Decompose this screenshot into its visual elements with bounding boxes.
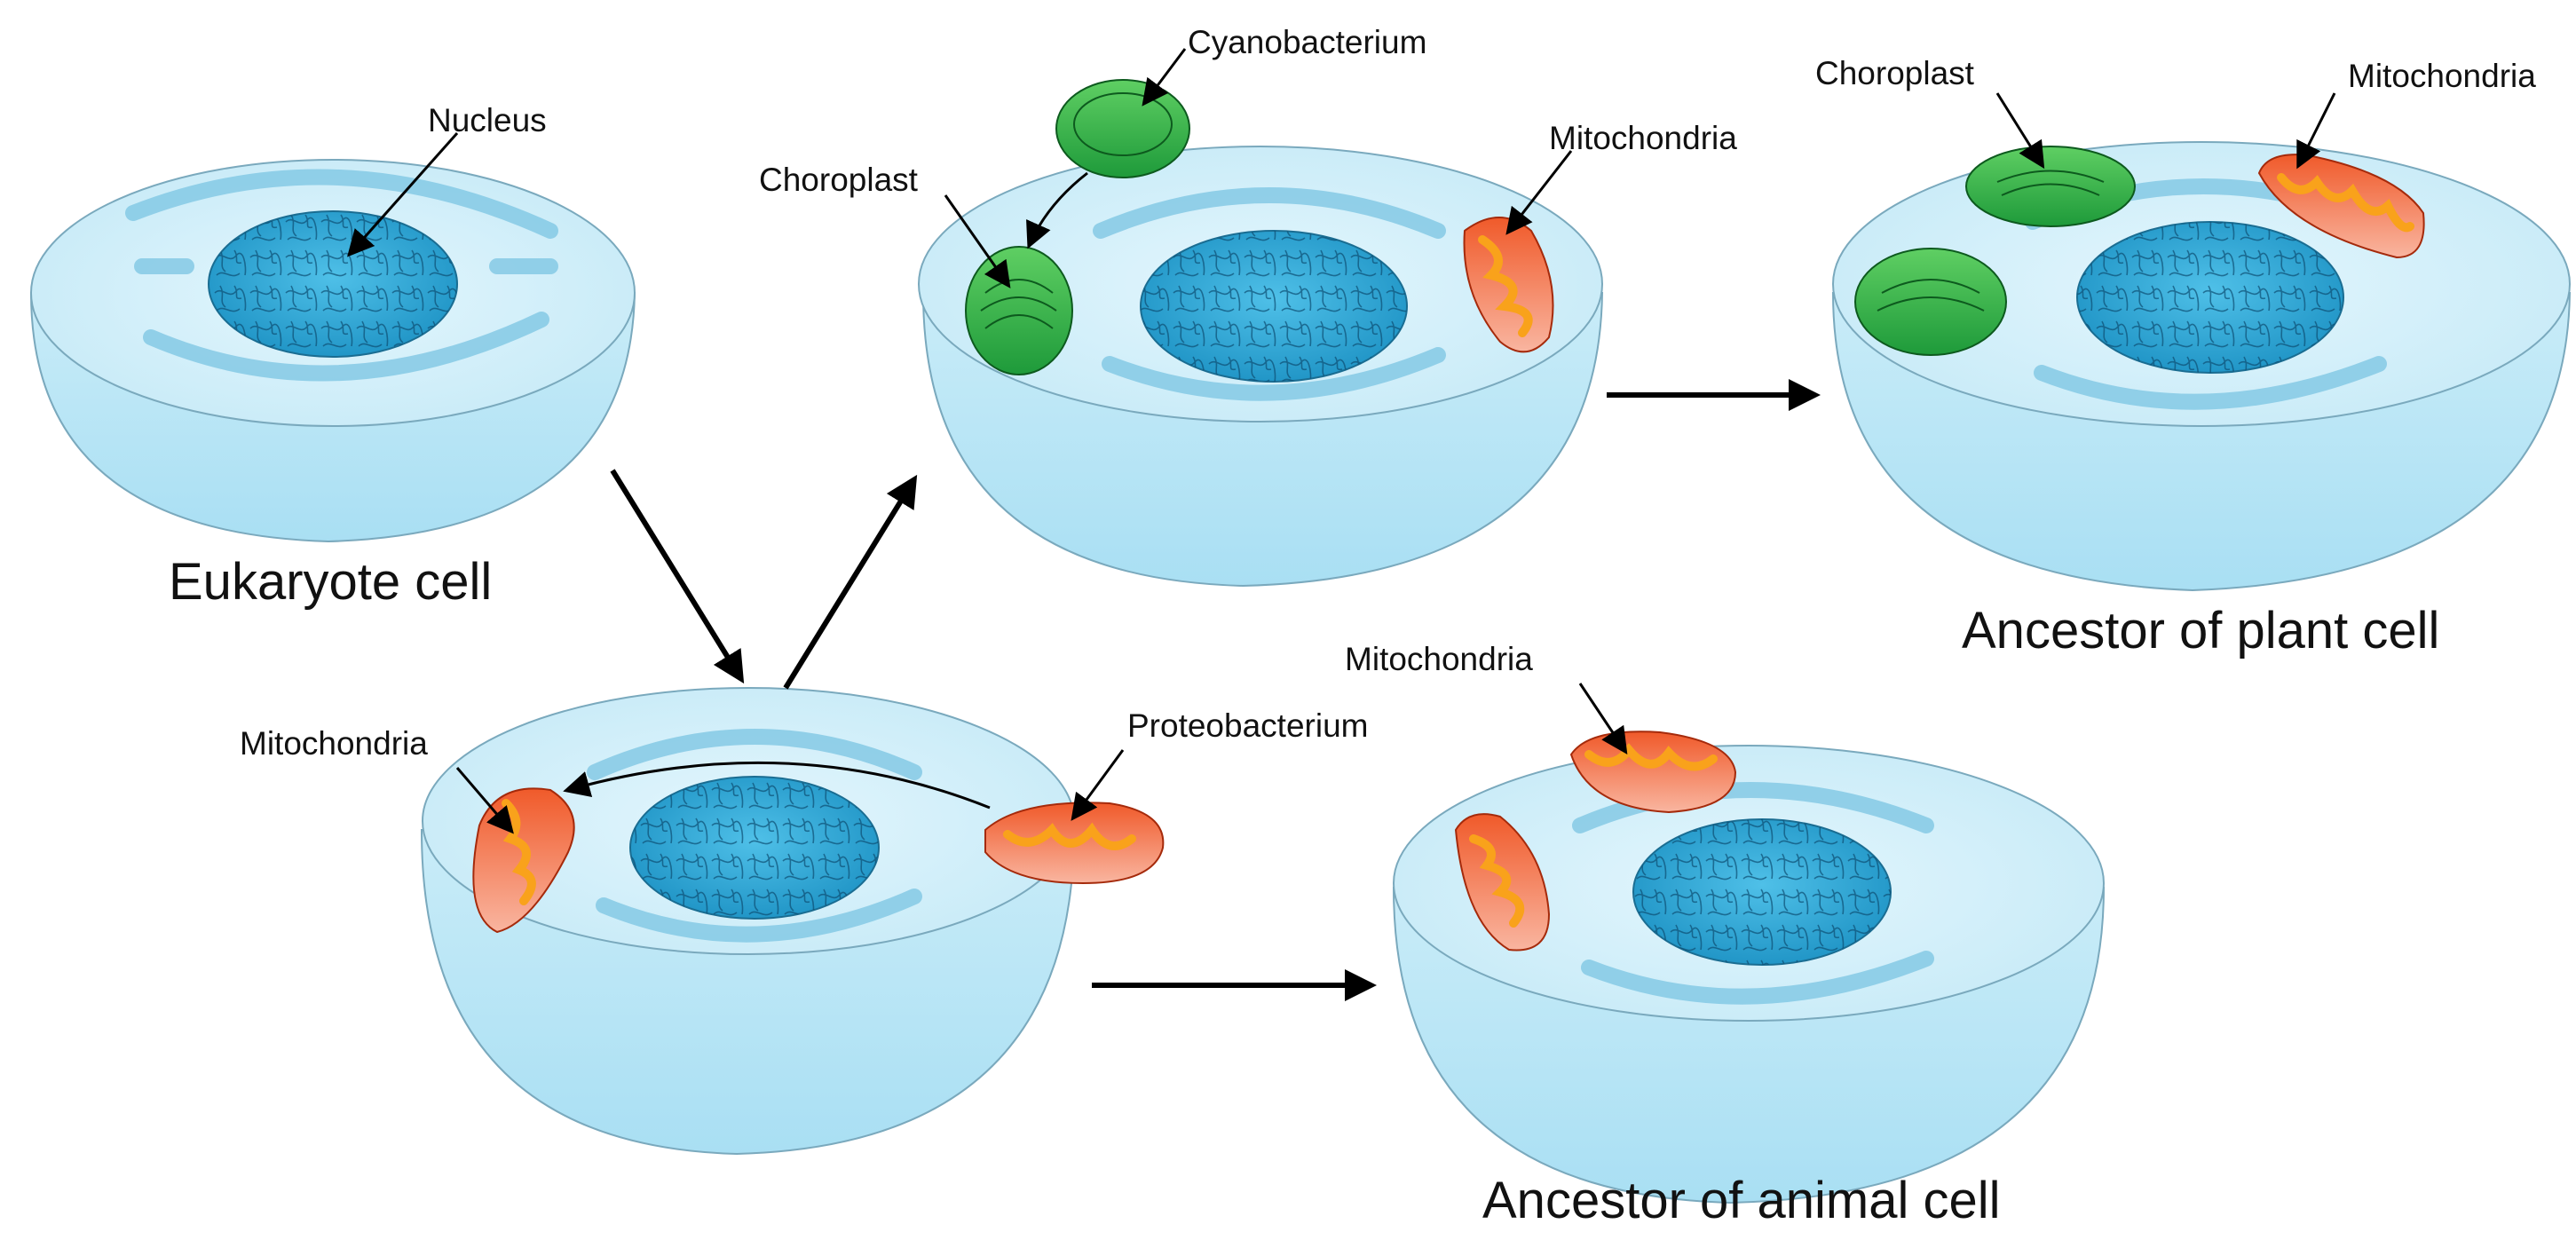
chloroplast-2 bbox=[1965, 146, 2136, 227]
endoplasmic-reticulum bbox=[125, 169, 558, 382]
cyanobacterium-inner bbox=[1073, 92, 1173, 156]
mitochondrion-cristae bbox=[1584, 743, 1718, 771]
label-mitochondria-plant: Mitochondria bbox=[2348, 58, 2536, 94]
chloroplast-thylakoids bbox=[1996, 170, 2105, 196]
pointer-choroplast-top bbox=[944, 194, 1011, 288]
label-mitochondria-animal: Mitochondria bbox=[1345, 641, 1533, 677]
pointer-mitochondria-bottom bbox=[455, 767, 514, 834]
cell-with-proteobacterium bbox=[420, 687, 1165, 1156]
nucleus-chromatin bbox=[1141, 231, 1407, 382]
animal-ancestor-cell bbox=[1392, 731, 2106, 1204]
chloroplast-thylakoids bbox=[1877, 279, 1985, 312]
pointer-proteobacterium bbox=[1071, 749, 1125, 821]
label-mitochondria-bottom: Mitochondria bbox=[240, 725, 428, 762]
nucleus-chromatin bbox=[2077, 222, 2343, 373]
mitochondrion-cristae bbox=[1469, 834, 1525, 928]
nucleus-chromatin bbox=[209, 211, 457, 357]
proteobacterium-cristae bbox=[1003, 822, 1136, 850]
engulf-arrow bbox=[1026, 171, 1088, 249]
pointer-cyanobacterium bbox=[1142, 48, 1187, 107]
label-pointers bbox=[347, 48, 2336, 834]
label-proteobacterium: Proteobacterium bbox=[1127, 707, 1368, 744]
pointer-choroplast-plant bbox=[1995, 92, 2045, 170]
text-labels: Nucleus Cyanobacterium Choroplast Mitoch… bbox=[169, 24, 2536, 1229]
nucleus-chromatin bbox=[630, 777, 879, 919]
arrow-eukaryote-to-bottom bbox=[610, 469, 745, 684]
mitochondrion-cristae bbox=[1478, 235, 1533, 337]
chloroplast-1 bbox=[1854, 248, 2007, 356]
label-cyanobacterium: Cyanobacterium bbox=[1188, 24, 1426, 60]
caption-plant-ancestor: Ancestor of plant cell bbox=[1962, 602, 2439, 659]
pointer-nucleus bbox=[347, 132, 459, 257]
label-nucleus: Nucleus bbox=[428, 102, 547, 138]
caption-animal-ancestor: Ancestor of animal cell bbox=[1482, 1172, 2000, 1229]
label-choroplast-plant: Choroplast bbox=[1815, 55, 1975, 91]
label-choroplast-top: Choroplast bbox=[759, 162, 919, 198]
endoplasmic-reticulum bbox=[1093, 187, 1446, 401]
label-mitochondria-top: Mitochondria bbox=[1549, 120, 1737, 156]
mitochondrion-cristae bbox=[2277, 173, 2414, 233]
flow-arrows bbox=[610, 379, 1821, 1001]
pointer-mitochondria-plant bbox=[2296, 92, 2336, 170]
endoplasmic-reticulum bbox=[1572, 782, 1934, 1005]
cyanobacterium bbox=[1055, 79, 1190, 178]
endoplasmic-reticulum bbox=[587, 729, 922, 943]
pointer-mitochondria-animal bbox=[1578, 683, 1628, 754]
plant-ancestor-cell bbox=[1831, 141, 2572, 592]
mitochondrion-cristae bbox=[502, 799, 536, 905]
caption-eukaryote: Eukaryote cell bbox=[169, 553, 492, 611]
cell-with-chloroplast bbox=[918, 79, 1604, 588]
pointer-mitochondria-top bbox=[1505, 150, 1573, 235]
arrow-bottom-to-top bbox=[783, 474, 918, 690]
nucleus-chromatin bbox=[1633, 819, 1891, 965]
engulf-arrow bbox=[563, 761, 991, 810]
eukaryote-cell bbox=[29, 159, 636, 543]
